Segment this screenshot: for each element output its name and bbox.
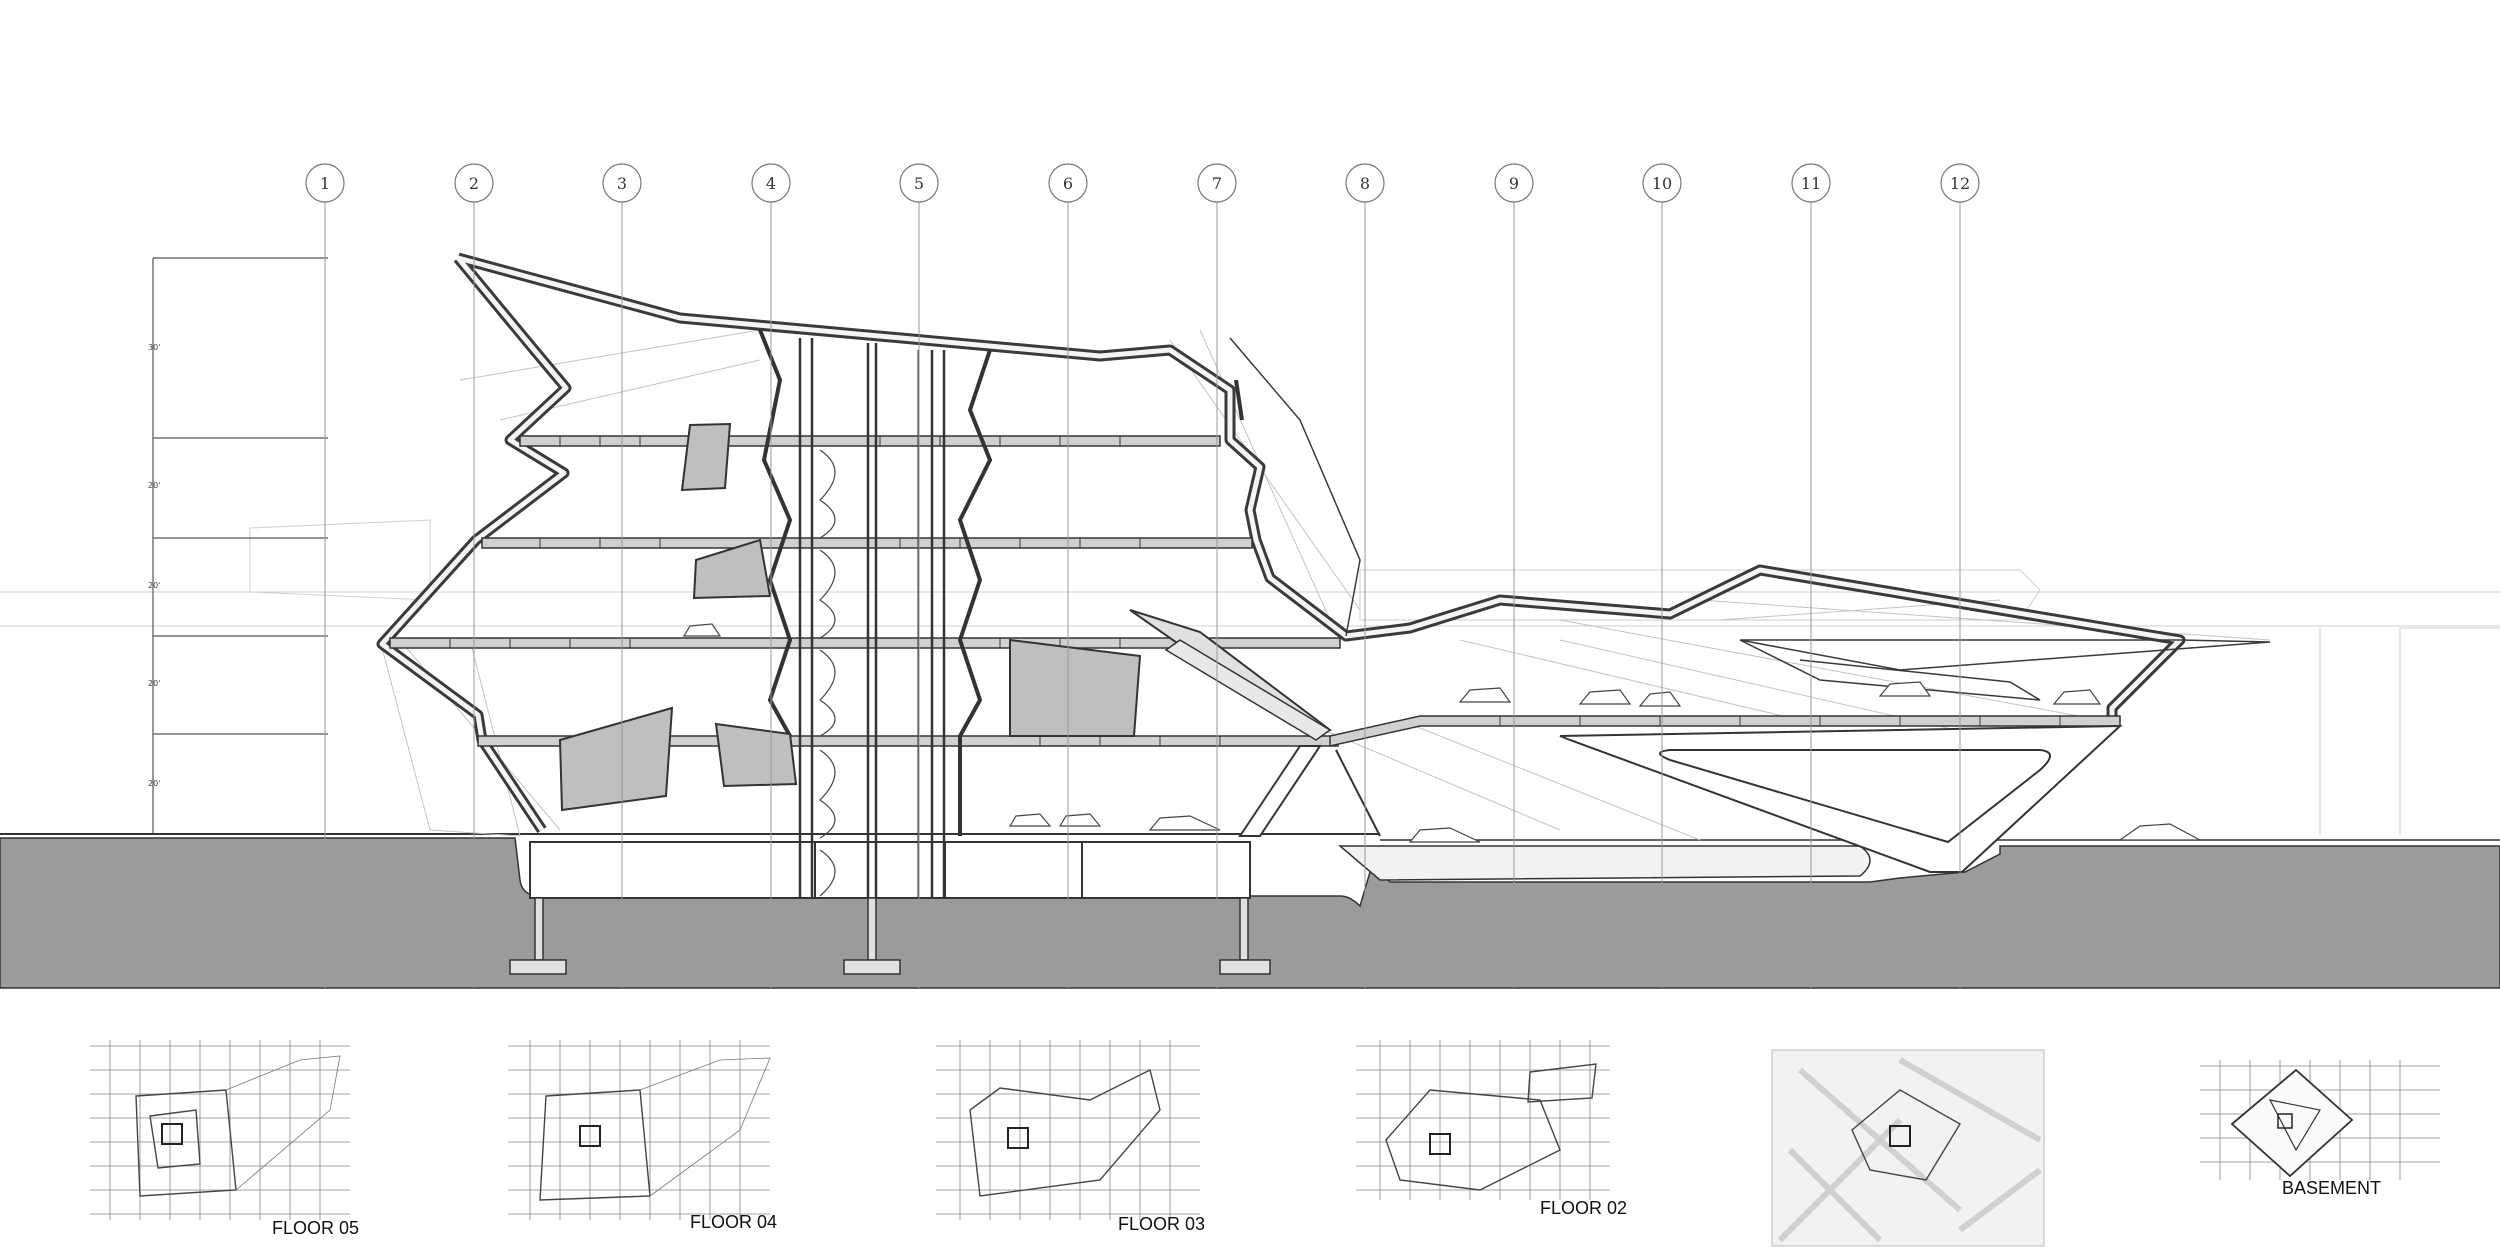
plan-label: FLOOR 04	[690, 1212, 777, 1232]
level-mark: 20'	[148, 779, 160, 788]
core	[798, 338, 946, 898]
car	[1458, 687, 1512, 703]
grid-bubble	[751, 163, 791, 203]
plan-labels: FLOOR 05 FLOOR 04 FLOOR 03 FLOOR 02 BASE…	[272, 1178, 2381, 1238]
grid-bubble-label: 12	[1950, 174, 1970, 193]
ground	[0, 833, 2500, 989]
grid-bubble	[1791, 163, 1831, 203]
grid-bubble	[305, 163, 345, 203]
car	[1878, 681, 1932, 697]
floor-plan-05	[90, 1040, 350, 1220]
level-mark: 20'	[148, 581, 160, 590]
grid-bubble-label: 2	[469, 174, 479, 193]
grid-bubble	[899, 163, 939, 203]
car	[682, 623, 722, 637]
stairs	[819, 449, 836, 897]
level-mark: 20'	[148, 679, 160, 688]
grid-bubble-label: 4	[766, 174, 776, 193]
ground-mass	[0, 837, 2500, 989]
plan-label: BASEMENT	[2282, 1178, 2381, 1198]
grid-bubble	[1197, 163, 1237, 203]
car	[2118, 823, 2201, 841]
grid-bubble-label: 7	[1212, 174, 1222, 193]
car	[1638, 691, 1682, 707]
grid-bubble	[1048, 163, 1088, 203]
grid-bubble	[454, 163, 494, 203]
floor-plan-02	[1356, 1040, 1610, 1200]
floor-plans	[90, 1040, 2440, 1247]
grid-bubble-label: 11	[1801, 174, 1821, 193]
grid-bubble-label: 9	[1509, 174, 1519, 193]
height-ruler	[152, 257, 328, 834]
level-mark: 30'	[148, 343, 160, 352]
car	[1148, 815, 1221, 831]
floor-plan-04	[508, 1040, 771, 1220]
grid-bubble-label: 1	[320, 174, 330, 193]
grid-bubble	[1494, 163, 1534, 203]
basement-space	[529, 841, 1251, 899]
plan-label: FLOOR 05	[272, 1218, 359, 1238]
car	[1008, 813, 1052, 827]
floor-plan-03	[936, 1040, 1200, 1220]
sunken-parking	[1337, 845, 1871, 881]
car	[2052, 689, 2102, 705]
grid-bubble-label: 8	[1360, 174, 1370, 193]
grid-bubble-label: 6	[1063, 174, 1073, 193]
car	[1408, 827, 1481, 843]
floor-plan-basement	[2200, 1060, 2440, 1180]
building-section	[376, 252, 2271, 898]
cars	[682, 623, 2201, 843]
plan-label: FLOOR 03	[1118, 1214, 1205, 1234]
grid-bubble	[1345, 163, 1385, 203]
grid-bubble-label: 5	[914, 174, 924, 193]
car	[1578, 689, 1632, 705]
grid-bubble	[1642, 163, 1682, 203]
floor-plan-01	[1771, 1049, 2045, 1247]
level-marks: 30' 20' 20' 20' 20'	[148, 343, 160, 788]
plan-label: FLOOR 02	[1540, 1198, 1627, 1218]
grid-bubble	[1940, 163, 1980, 203]
grid-bubble-label: 10	[1652, 174, 1672, 193]
grid-bubble-label: 3	[617, 174, 627, 193]
car	[1058, 813, 1102, 827]
grid-bubble	[602, 163, 642, 203]
level-mark: 20'	[148, 481, 160, 490]
suspended-volume	[680, 422, 732, 492]
